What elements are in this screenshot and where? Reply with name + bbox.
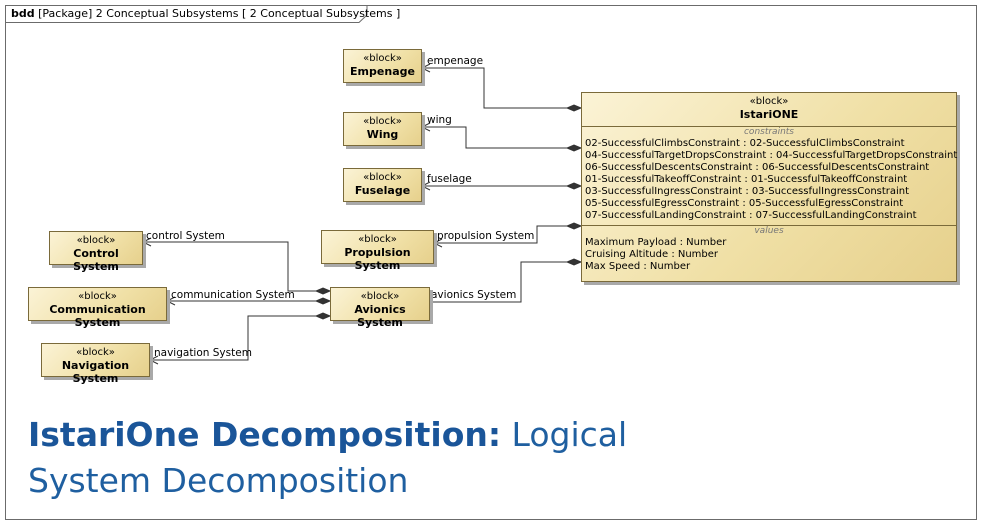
frame-header-text: [Package] 2 Conceptual Subsystems [ 2 Co… (38, 7, 401, 20)
frame-header: bdd [Package] 2 Conceptual Subsystems [ … (11, 7, 400, 20)
propulsion-composition-diamond (565, 222, 583, 230)
value-row[interactable]: Maximum Payload : Number (585, 237, 727, 248)
values-compartment-header: values (754, 226, 784, 236)
diagram-frame (5, 5, 977, 520)
block-name: Control System (73, 247, 119, 273)
block-stereotype: «block» (76, 347, 115, 358)
compartment-divider (582, 225, 956, 226)
empenage-composition-diamond (565, 104, 583, 112)
constraint-row[interactable]: 01-SuccessfulTakeoffConstraint : 01-Succ… (585, 174, 908, 185)
constraint-row[interactable]: 03-SuccessfulIngressConstraint : 03-Succ… (585, 186, 910, 197)
block-stereotype: «block» (358, 234, 397, 245)
block-stereotype: «block» (363, 116, 402, 127)
block-empenage[interactable]: «block» Empenage (343, 49, 422, 83)
constraints-compartment-header: constraints (743, 127, 794, 137)
block-name: Fuselage (354, 184, 411, 197)
control-composition-diamond (314, 287, 332, 295)
block-stereotype: «block» (749, 96, 789, 107)
wing-composition-diamond (565, 144, 583, 152)
frame-kind: bdd (11, 7, 35, 20)
avionics-composition-diamond (565, 258, 583, 266)
block-istarione[interactable]: «block» IstariONE constraints 02-Success… (581, 92, 957, 282)
block-stereotype: «block» (363, 172, 402, 183)
constraint-row[interactable]: 05-SuccessfulEgressConstraint : 05-Succe… (585, 198, 904, 209)
avionics-association (430, 261, 581, 303)
role-control: control System (146, 230, 225, 242)
constraint-row[interactable]: 06-SuccessfulDescentsConstraint : 06-Suc… (585, 162, 930, 173)
block-name: Communication System (49, 303, 146, 329)
caption-bold: IstariOne Decomposition: (28, 415, 502, 454)
block-name: Avionics System (354, 303, 406, 329)
control-association (143, 241, 330, 292)
block-stereotype: «block» (76, 235, 116, 246)
navigation-composition-diamond (314, 312, 332, 320)
role-fuselage: fuselage (427, 173, 472, 185)
value-row[interactable]: Cruising Altitude : Number (585, 249, 719, 260)
slide-caption: IstariOne Decomposition: Logical System … (28, 412, 648, 504)
role-propulsion: propulsion System (437, 230, 535, 242)
block-stereotype: «block» (360, 291, 400, 302)
constraint-row[interactable]: 02-SuccessfulClimbsConstraint : 02-Succe… (585, 138, 905, 149)
wing-association (422, 126, 581, 149)
constraint-row[interactable]: 07-SuccessfulLandingConstraint : 07-Succ… (585, 210, 917, 221)
block-name: Empenage (350, 65, 415, 78)
block-communication-system[interactable]: «block» Communication System (28, 287, 167, 329)
value-row[interactable]: Max Speed : Number (585, 261, 691, 272)
block-propulsion-system[interactable]: «block» Propulsion System (321, 230, 434, 272)
role-avionics: avionics System (431, 289, 517, 301)
fuselage-composition-diamond (565, 182, 583, 190)
role-wing: wing (427, 114, 452, 126)
constraint-row[interactable]: 04-SuccessfulTargetDropsConstraint : 04-… (585, 150, 958, 161)
block-avionics-system[interactable]: «block» Avionics System (330, 287, 430, 329)
block-control-system[interactable]: «block» Control System (49, 231, 143, 273)
propulsion-association (434, 225, 581, 244)
block-fuselage[interactable]: «block» Fuselage (343, 168, 422, 202)
role-communication: communication System (171, 289, 295, 301)
role-navigation: navigation System (154, 347, 252, 359)
block-wing[interactable]: «block» Wing (343, 112, 422, 146)
istarione-header: «block» IstariONE (582, 96, 956, 127)
navigation-association (150, 315, 330, 361)
frame-tab-outline (5, 5, 368, 23)
block-name: Wing (366, 128, 399, 141)
role-empenage: empenage (427, 55, 484, 67)
block-name: IstariONE (739, 108, 799, 121)
block-name: Navigation System (61, 359, 130, 385)
block-stereotype: «block» (78, 291, 117, 302)
caption-rest: Logical System Decomposition (28, 415, 628, 500)
block-navigation-system[interactable]: «block» Navigation System (41, 343, 150, 385)
block-name: Propulsion System (344, 246, 411, 272)
communication-composition-diamond (314, 297, 332, 305)
block-stereotype: «block» (363, 53, 402, 64)
empenage-association (422, 67, 581, 109)
